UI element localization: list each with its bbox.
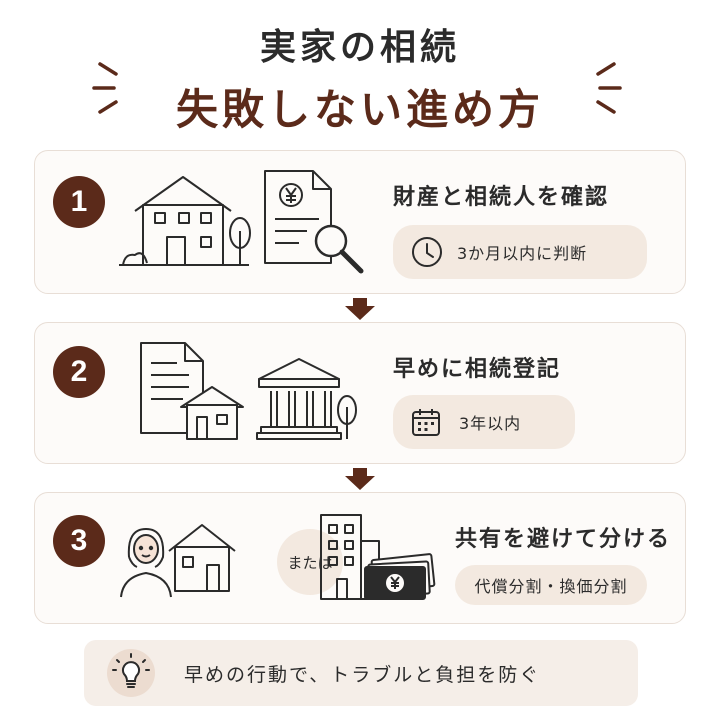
clock-icon [412,237,442,267]
title-line-1: 実家の相続 [259,27,460,68]
footer-banner: 早めの行動で、トラブルと負担を防ぐ [84,640,638,706]
person-icon [120,528,172,598]
emphasis-lines-left-icon [92,62,118,114]
title-line-2: 失敗しない進め方 [175,85,544,134]
step-card-3: 3 または [34,492,686,624]
footer-text: 早めの行動で、トラブルと負担を防ぐ [184,664,541,686]
step-note-text: 代償分割・換価分割 [474,577,628,596]
house-icon [119,176,249,266]
step-title: 早めに相続登記 [393,357,562,382]
step-card-1: 1 財産と相 [34,150,686,294]
house-icon [168,524,236,592]
step-note-pill: 3か月以内に判断 [393,225,647,279]
calendar-icon [412,409,440,436]
step-note-pill: 代償分割・換価分割 [455,565,647,605]
step-number-badge: 1 [53,176,105,228]
government-building-icon [256,358,342,440]
step-title: 共有を避けて分ける [455,527,672,552]
house-icon [180,386,244,440]
tree-icon [229,217,251,265]
step-title: 財産と相続人を確認 [393,185,610,210]
emphasis-lines-right-icon [596,62,622,114]
lightbulb-icon [107,649,155,697]
step-card-2: 2 [34,322,686,464]
magnifier-icon [314,224,364,274]
step-note-text: 3年以内 [459,414,522,433]
step-number-badge: 2 [53,346,105,398]
arrow-down-icon [345,298,375,320]
step-note-pill: 3年以内 [393,395,575,449]
step-number-badge: 3 [53,515,105,567]
step-note-text: 3か月以内に判断 [457,244,588,263]
tree-icon [337,395,357,439]
yen-banknotes-icon [364,553,436,600]
arrow-down-icon [345,468,375,490]
